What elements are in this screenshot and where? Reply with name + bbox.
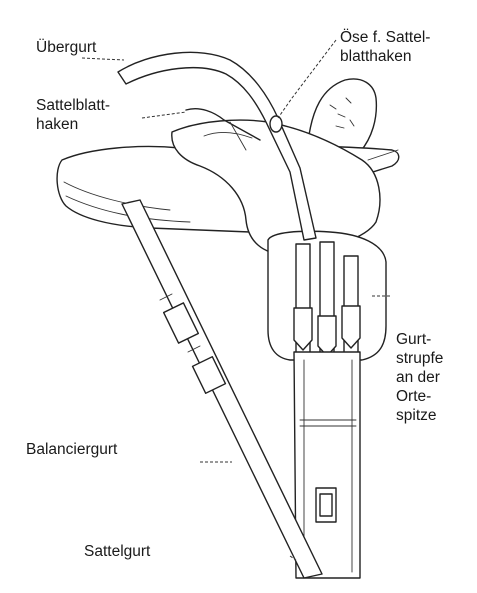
- overgirth: [117, 51, 317, 241]
- label-oese: Öse f. Sattel- blatthaken: [340, 29, 431, 65]
- saddle-cantle: [307, 78, 378, 153]
- label-balanciergurt: Balanciergurt: [26, 441, 118, 458]
- label-sattelgurt: Sattelgurt: [84, 543, 151, 560]
- label-gurtstrupfe: Gurt- strupfe an der Orte- spitze: [396, 331, 444, 424]
- girth-strap: [293, 351, 361, 579]
- girth-billets: [267, 230, 387, 363]
- saddle-flap-hook: [185, 108, 261, 151]
- label-uebergurt: Übergurt: [36, 39, 97, 56]
- label-sattelblatthaken: Sattelblatt- haken: [36, 97, 111, 133]
- balancing-strap: [121, 199, 323, 579]
- leader-lines: [81, 39, 392, 561]
